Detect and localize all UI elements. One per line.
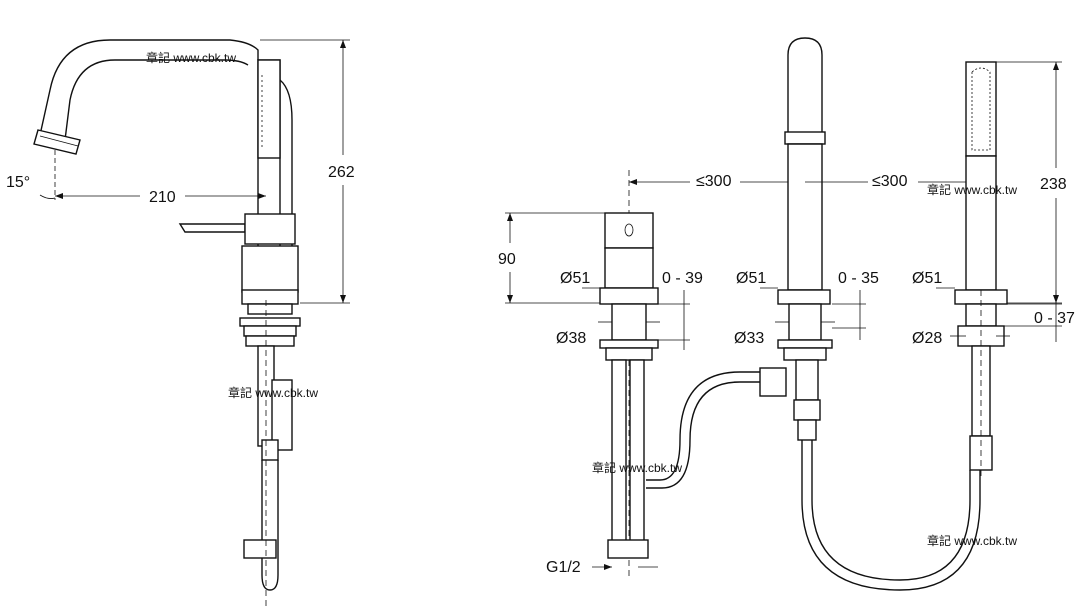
valve-body [599, 170, 659, 580]
valve-thread: Ø38 [556, 321, 660, 347]
shower-height-label: 238 [1040, 176, 1067, 193]
spout-deck-range: 0 - 35 [832, 270, 879, 340]
valve-connection-label: G1/2 [546, 559, 581, 576]
shower-height-dimension: 238 [996, 61, 1067, 304]
valve-thread-label: Ø38 [556, 330, 586, 347]
shower-thread: Ø28 [912, 330, 1010, 347]
spout-diameter-label: Ø51 [736, 270, 766, 287]
valve-height-label: 90 [498, 251, 516, 268]
spacing-label-left: ≤300 [696, 173, 732, 190]
shower-hose [801, 440, 981, 591]
valve-diameter-label: Ø51 [560, 270, 590, 287]
watermark: 章記 www.cbk.tw [927, 533, 1017, 548]
reach-label: 210 [149, 189, 176, 206]
spout-side-view [33, 39, 301, 606]
shower-thread-label: Ø28 [912, 330, 942, 347]
watermark: 章記 www.cbk.tw [592, 460, 682, 475]
watermark: 章記 www.cbk.tw [146, 50, 236, 65]
reach-dimension: 210 [55, 189, 266, 206]
valve-deck-range: 0 - 39 [658, 270, 703, 350]
angle-label: 15° [6, 174, 30, 191]
shower-deck-range-label: 0 - 37 [1034, 310, 1075, 327]
spacing-label-right: ≤300 [872, 173, 908, 190]
valve-deck-range-label: 0 - 39 [662, 270, 703, 287]
connecting-hose [646, 371, 760, 481]
spout-thread: Ø33 [734, 321, 835, 347]
spacing-dimension-left: ≤300 [629, 173, 805, 190]
hand-shower [954, 61, 1008, 480]
shower-deck-range: 0 - 37 [1004, 290, 1075, 342]
valve-connection: G1/2 [546, 559, 658, 576]
shower-diameter-label: Ø51 [912, 270, 942, 287]
spout-angle-annotation: 15° [6, 150, 56, 200]
spout-body [759, 37, 833, 441]
height-dimension: 262 [260, 39, 355, 304]
watermark: 章記 www.cbk.tw [927, 182, 1017, 197]
spout-thread-label: Ø33 [734, 330, 764, 347]
valve-height-dimension: 90 [498, 212, 605, 304]
height-label: 262 [328, 164, 355, 181]
watermark: 章記 www.cbk.tw [228, 385, 318, 400]
spout-deck-range-label: 0 - 35 [838, 270, 879, 287]
